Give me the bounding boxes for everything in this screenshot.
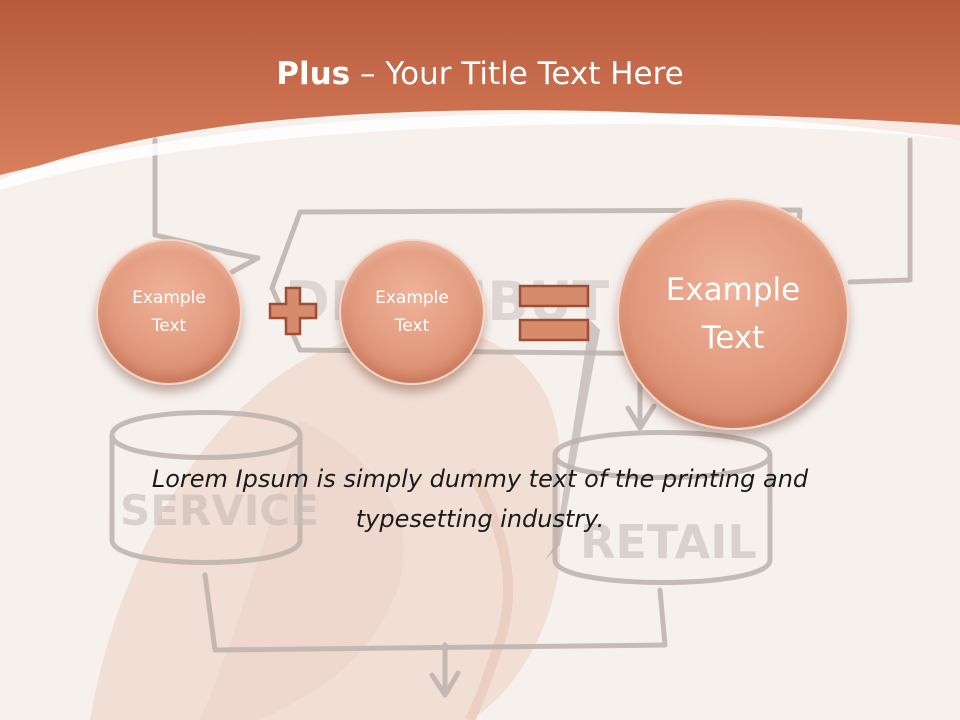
- slide-title-text: – Your Title Text Here: [350, 56, 684, 92]
- equals-icon: [518, 284, 590, 342]
- plus-icon: [268, 286, 318, 336]
- sketch-word-service: SERVICE: [120, 486, 319, 535]
- example-circle-1-label: Example Text: [132, 288, 206, 336]
- header-band: [0, 0, 960, 190]
- slide-title-bold: Plus: [276, 56, 351, 92]
- slide-title: Plus – Your Title Text Here: [0, 52, 960, 96]
- example-circle-2-label: Example Text: [375, 288, 449, 336]
- example-circle-2: Example Text: [339, 239, 485, 385]
- body-text: Lorem Ipsum is simply dummy text of the …: [151, 465, 809, 533]
- hand-illustration: [90, 320, 600, 720]
- example-circle-result: Example Text: [617, 198, 849, 430]
- sketch-word-retail: RETAIL: [580, 515, 757, 569]
- sketch-diagram: [109, 137, 913, 698]
- example-circle-result-label: Example Text: [665, 272, 801, 356]
- example-circle-1: Example Text: [96, 239, 242, 385]
